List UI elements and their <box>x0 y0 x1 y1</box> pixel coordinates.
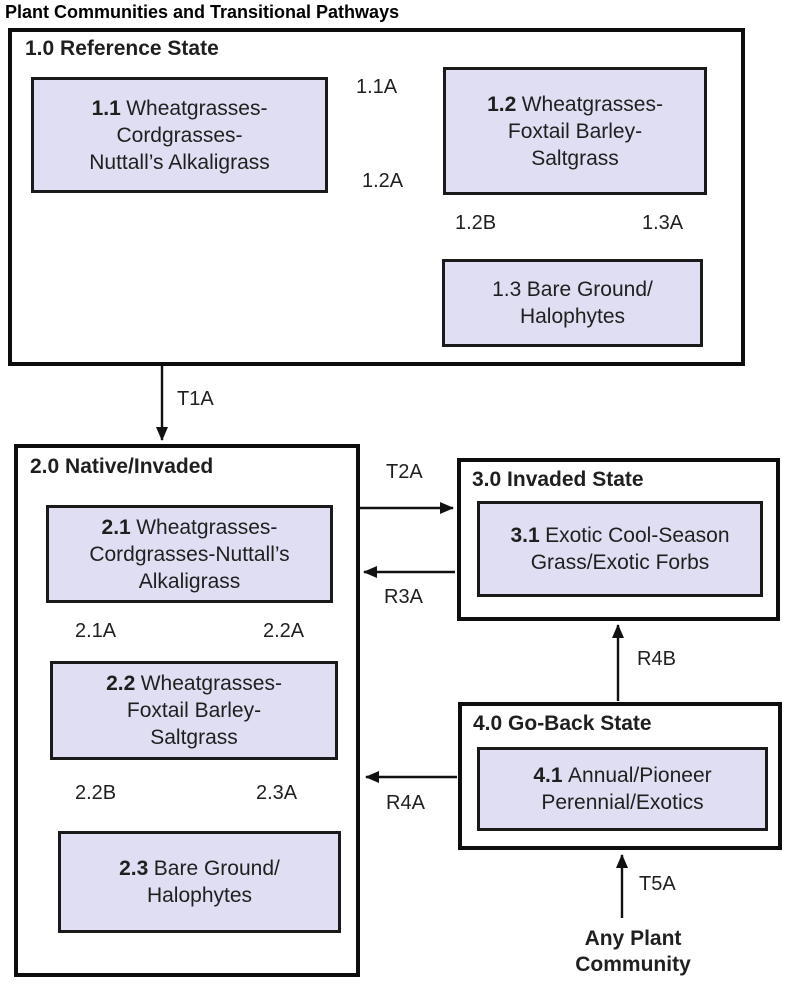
community-name: Wheatgrasses- Cordgrasses-Nuttall’s Alka… <box>89 515 290 593</box>
community-name: Annual/Pioneer Perennial/Exotics <box>541 764 712 814</box>
community-number: 1.2 <box>487 92 517 116</box>
pathway-label-r4a: R4A <box>386 792 425 814</box>
community-number: 2.1 <box>101 515 131 539</box>
pathway-label-2-2b: 2.2B <box>75 782 117 804</box>
pathway-label-r3a: R3A <box>384 586 423 608</box>
community-name: Exotic Cool-Season Grass/Exotic Forbs <box>530 524 730 574</box>
pathway-label-1-2a: 1.2A <box>362 170 404 192</box>
community-number: 2.3 <box>119 857 149 880</box>
pathway-label-1-2b: 1.2B <box>455 212 497 234</box>
any-plant-community-label: Any Plant Community <box>575 927 691 976</box>
pathway-label-t5a: T5A <box>639 873 676 895</box>
state-header-3-0: 3.0 Invaded State <box>472 468 644 491</box>
pathway-label-1-3a: 1.3A <box>642 212 684 234</box>
pathway-label-2-3a: 2.3A <box>256 782 298 804</box>
state-header-2-0: 2.0 Native/Invaded <box>30 455 214 478</box>
community-name: Bare Ground/ Halophytes <box>519 278 653 328</box>
pathway-label-t2a: T2A <box>386 461 423 483</box>
state-header-1-0: 1.0 Reference State <box>25 37 219 60</box>
pathway-label-r4b: R4B <box>637 648 676 670</box>
community-number: 2.2 <box>106 672 136 695</box>
community-name: Wheatgrasses- Foxtail Barley- Saltgrass <box>126 672 282 749</box>
community-name: Bare Ground/ Halophytes <box>146 857 280 907</box>
pathway-label-2-1a: 2.1A <box>75 620 117 642</box>
community-number: 1.1 <box>91 96 121 120</box>
community-number: 1.3 <box>492 278 522 301</box>
pathway-label-t1a: T1A <box>177 388 214 410</box>
pathway-label-1-1a: 1.1A <box>356 76 398 98</box>
community-name: Wheatgrasses- Cordgrasses- Nuttall’s Alk… <box>89 96 270 174</box>
community-number: 4.1 <box>533 764 563 787</box>
community-name: Wheatgrasses- Foxtail Barley- Saltgrass <box>507 92 663 170</box>
community-number: 3.1 <box>510 524 540 547</box>
state-header-4-0: 4.0 Go-Back State <box>473 712 652 735</box>
diagram-title: Plant Communities and Transitional Pathw… <box>5 2 400 22</box>
pathway-label-2-2a: 2.2A <box>263 620 305 642</box>
